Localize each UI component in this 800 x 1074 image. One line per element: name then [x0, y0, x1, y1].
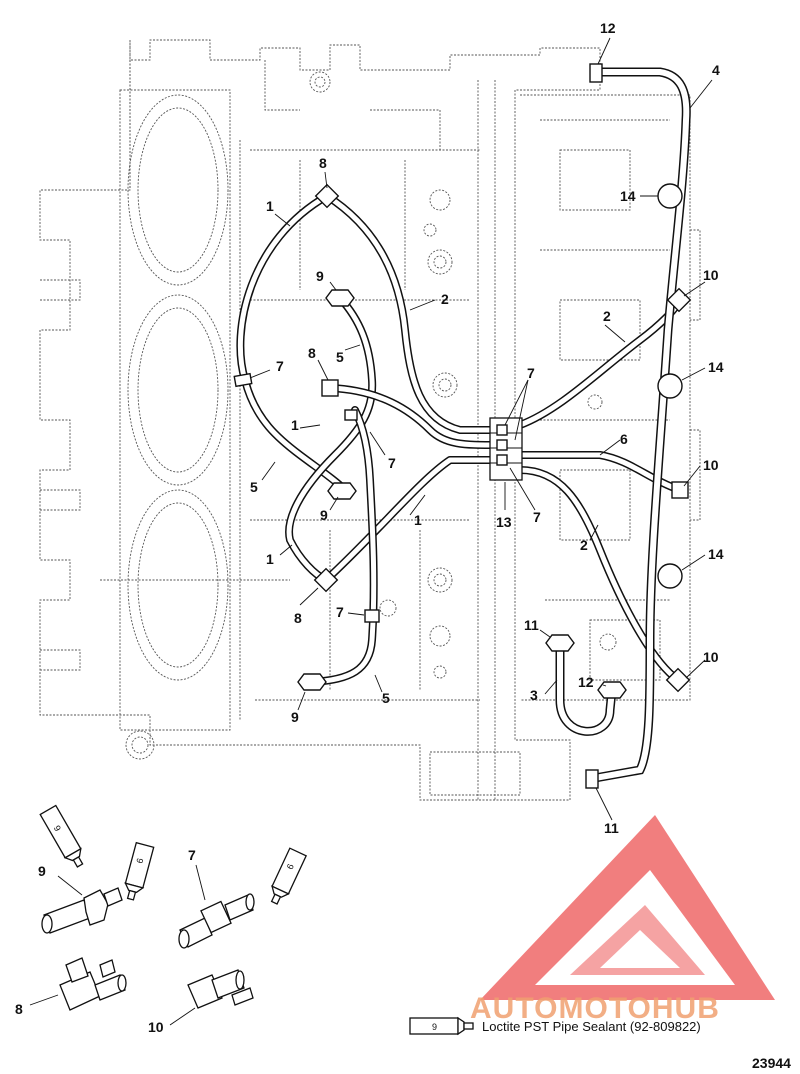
svg-text:AUTOMOTOHUB: AUTOMOTOHUB — [470, 992, 720, 1025]
sealant-tube-icon: 9 — [124, 841, 155, 901]
callout-10: 10 — [703, 267, 719, 283]
leader-lines — [249, 37, 713, 821]
svg-text:9: 9 — [432, 1022, 437, 1032]
clamp-14-b — [657, 373, 683, 399]
fuel-hoses — [233, 63, 692, 789]
hose-5-upper — [285, 294, 377, 584]
callout-9: 9 — [320, 507, 328, 523]
svg-text:9: 9 — [52, 824, 63, 833]
callout-5: 5 — [336, 349, 344, 365]
callout-2: 2 — [441, 291, 449, 307]
fitting-8-mid — [321, 379, 339, 397]
callout-8: 8 — [294, 610, 302, 626]
callout-13: 13 — [496, 514, 512, 530]
callout-3: 3 — [530, 687, 538, 703]
check-valve-markers — [233, 372, 508, 623]
callout-14: 14 — [620, 188, 636, 204]
fitting-12-top — [589, 63, 603, 83]
callout-14: 14 — [708, 359, 724, 375]
fitting-10-a — [666, 287, 692, 313]
callout-7: 7 — [276, 358, 284, 374]
callout-10: 10 — [148, 1019, 164, 1035]
callout-12: 12 — [578, 674, 594, 690]
fitting-8-top — [314, 183, 340, 209]
detail-tee-8 — [59, 957, 127, 1011]
fitting-8-bot — [313, 567, 339, 593]
callout-2: 2 — [580, 537, 588, 553]
sealant-tube-icon: 9 — [409, 1016, 474, 1036]
fitting-12-b — [597, 681, 627, 699]
callout-7: 7 — [188, 847, 196, 863]
svg-text:9: 9 — [134, 857, 145, 864]
sealant-tube-icon: 9 — [39, 804, 84, 868]
figure-number: 23944 — [752, 1055, 791, 1071]
callout-10: 10 — [703, 649, 719, 665]
callout-8: 8 — [308, 345, 316, 361]
detail-fitting-9 — [41, 887, 123, 934]
callout-1: 1 — [414, 512, 422, 528]
fitting-9-top — [325, 289, 355, 307]
svg-text:9: 9 — [285, 862, 296, 871]
callout-1: 1 — [291, 417, 299, 433]
engine-block-outline — [39, 39, 701, 801]
detail-check-valve-7 — [178, 893, 255, 949]
callout-7: 7 — [388, 455, 396, 471]
hose-1-upper — [236, 192, 349, 494]
clamp-14-a — [657, 183, 683, 209]
hose-1-lower — [322, 456, 499, 584]
watermark-logo — [480, 815, 775, 1000]
fitting-11-a — [545, 634, 575, 652]
callout-9: 9 — [38, 863, 46, 879]
callout-12: 12 — [600, 20, 616, 36]
fitting-9-mid — [327, 482, 357, 500]
detail-elbow-10 — [187, 969, 254, 1009]
callout-9: 9 — [291, 709, 299, 725]
watermark-text: AUTOMOTOHUB — [470, 992, 720, 1025]
callout-labels: 12 4 14 10 8 1 9 2 2 14 8 7 7 5 1 7 6 10… — [250, 20, 724, 836]
callout-5: 5 — [250, 479, 258, 495]
legend: 9 Loctite PST Pipe Sealant (92-809822) — [409, 1016, 701, 1036]
callout-1: 1 — [266, 198, 274, 214]
callout-7: 7 — [336, 604, 344, 620]
callout-1: 1 — [266, 551, 274, 567]
callout-2: 2 — [603, 308, 611, 324]
callout-5: 5 — [382, 690, 390, 706]
callout-14: 14 — [708, 546, 724, 562]
fitting-9-bot — [297, 673, 327, 691]
callout-9: 9 — [316, 268, 324, 284]
legend-text: Loctite PST Pipe Sealant (92-809822) — [482, 1019, 701, 1034]
callout-8: 8 — [15, 1001, 23, 1017]
callout-11: 11 — [524, 617, 539, 633]
callout-4: 4 — [712, 62, 720, 78]
detail-parts: 9 9 9 9 — [15, 804, 308, 1035]
clamp-14-c — [657, 563, 683, 589]
callout-7: 7 — [533, 509, 541, 525]
callout-11: 11 — [604, 820, 619, 836]
fitting-10-c — [665, 667, 691, 693]
callout-8: 8 — [319, 155, 327, 171]
callout-6: 6 — [620, 431, 628, 447]
callout-7: 7 — [527, 365, 535, 381]
sealant-tube-icon: 9 — [270, 847, 308, 905]
callout-10: 10 — [703, 457, 719, 473]
fitting-11-bot — [585, 769, 599, 789]
